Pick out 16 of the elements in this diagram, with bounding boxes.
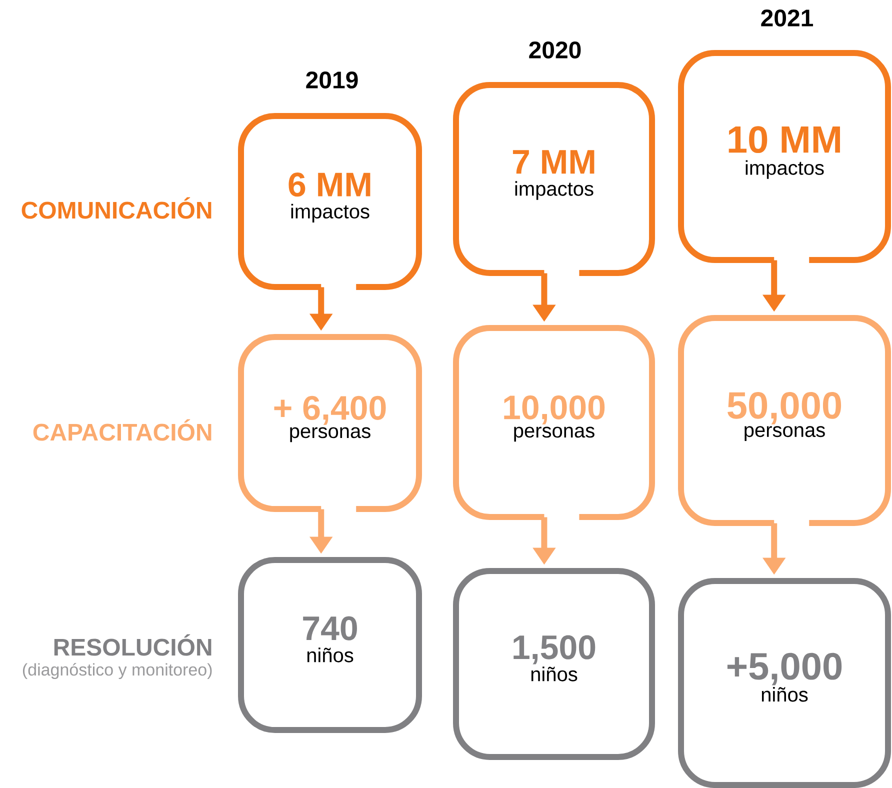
rounded-box: + 6,400 personas (238, 334, 422, 512)
rounded-box: 10,000 personas (453, 325, 655, 520)
rounded-box: 740 niños (238, 557, 422, 733)
row-label: RESOLUCIÓN (54, 634, 212, 656)
rounded-box: +5,000 niños (678, 578, 891, 788)
year-heading: 2021 (761, 10, 814, 26)
row-label: COMUNICACIÓN (22, 197, 212, 219)
rounded-box: 50,000 personas (678, 315, 891, 526)
rounded-box: 1,500 niños (453, 568, 655, 760)
rounded-box: 7 MM impactos (453, 82, 655, 276)
row-label: CAPACITACIÓN (33, 419, 212, 441)
year-heading: 2020 (529, 42, 581, 58)
row-sublabel: (diagnóstico y monitoreo) (22, 663, 212, 680)
rounded-box: 10 MM impactos (678, 50, 891, 263)
year-heading: 2019 (306, 72, 358, 88)
rounded-box: 6 MM impactos (238, 113, 422, 290)
